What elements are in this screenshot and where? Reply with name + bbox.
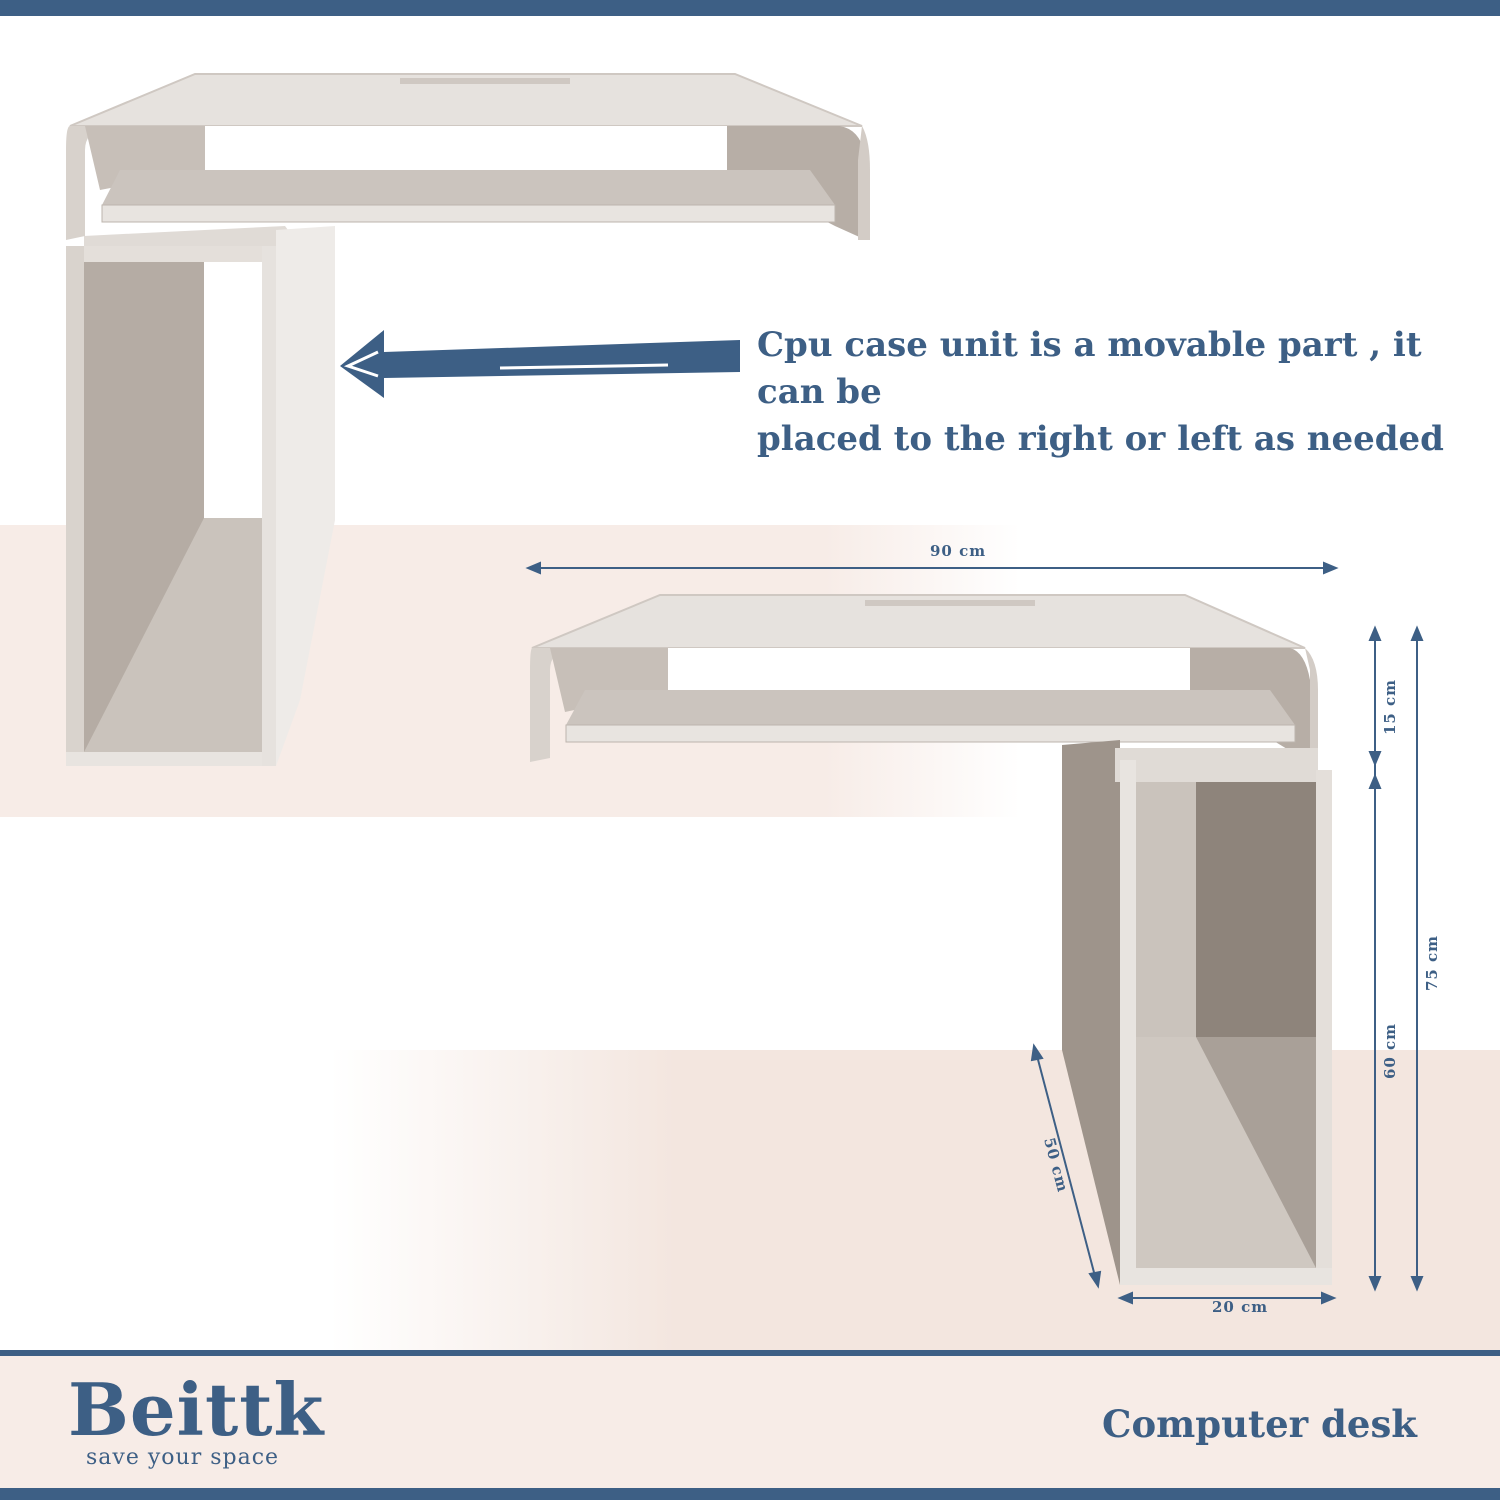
dim-width-label: 90 cm: [930, 542, 987, 560]
dimension-lines: [525, 561, 1424, 1305]
footer: [0, 1350, 1500, 1500]
product-name: Computer desk: [1102, 1402, 1417, 1446]
top-border: [0, 0, 1500, 16]
desk-dimension-view: [530, 594, 1332, 1285]
brand-logo: Beittk: [68, 1367, 325, 1452]
dim-unit-width-label: 20 cm: [1212, 1298, 1269, 1316]
dim-unit-height-label: 60 cm: [1381, 1022, 1400, 1080]
dim-total-height-label: 75 cm: [1423, 934, 1442, 992]
desk-top-view: [66, 73, 870, 766]
arrow-icon: [340, 330, 740, 398]
dim-top-height-label: 15 cm: [1381, 678, 1400, 736]
desk-illustrations: [66, 73, 1424, 1305]
callout-line-2: placed to the right or left as needed: [757, 419, 1444, 459]
callout-line-1: Cpu case unit is a movable part , it can…: [757, 325, 1422, 412]
brand-tagline: save your space: [86, 1445, 280, 1470]
callout-text: Cpu case unit is a movable part , it can…: [757, 322, 1477, 463]
